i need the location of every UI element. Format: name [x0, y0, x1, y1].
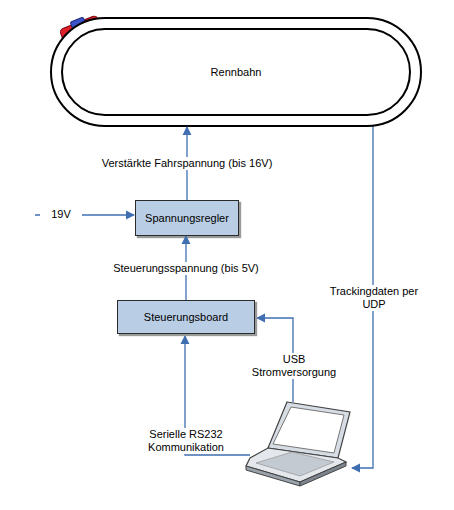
node-text: Steuerungsboard — [144, 311, 228, 323]
process-box: Steuerungsboard — [117, 300, 255, 334]
udp-wire — [352, 72, 373, 468]
edge-label: Verstärkte Fahrspannung (bis 16V) — [101, 157, 274, 170]
process-box: Spannungsregler — [135, 200, 239, 236]
race-track: Rennbahn — [50, 17, 422, 127]
node-text: Rennbahn — [211, 66, 262, 78]
edge-label: Steuerungsspannung (bis 5V) — [112, 262, 260, 275]
connection-label: USB Stromversorgung — [247, 353, 341, 379]
connection-label: Serielle RS232 Kommunikation — [138, 428, 235, 454]
laptop-icon — [246, 402, 350, 486]
connection-label: Trackingdaten per UDP — [326, 285, 423, 311]
connection-label: 19V — [40, 208, 82, 221]
node-text: Spannungsregler — [145, 212, 229, 224]
